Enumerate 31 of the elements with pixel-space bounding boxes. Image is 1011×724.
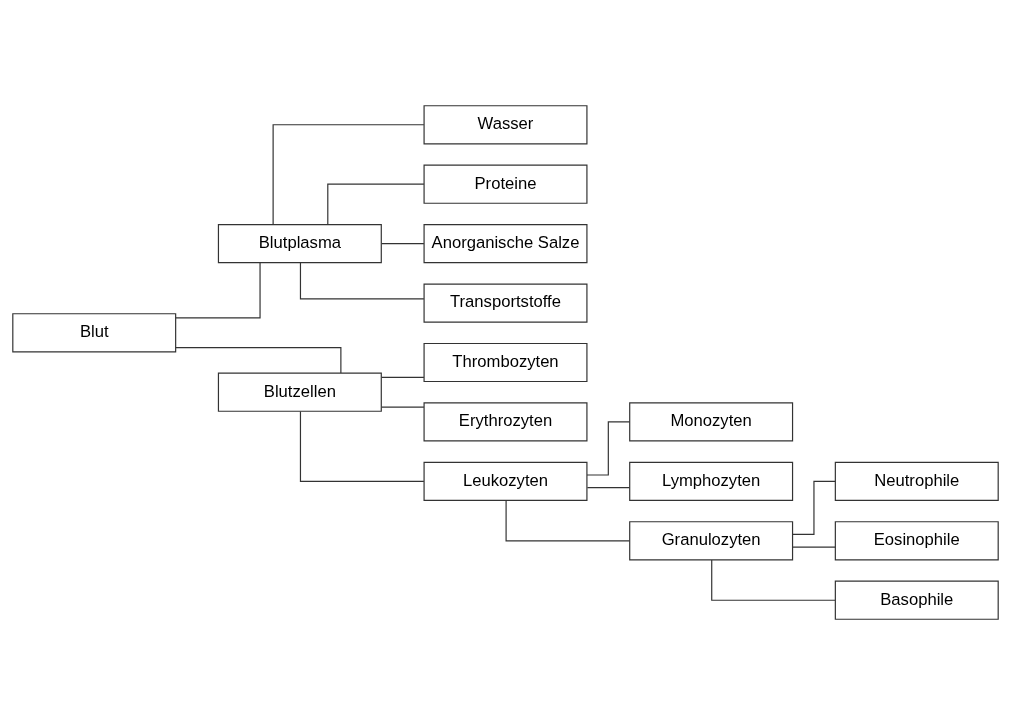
node-box: Blut: [12, 312, 177, 352]
node-box: Wasser: [423, 104, 588, 144]
node-box: Thrombozyten: [423, 342, 588, 382]
connector: [505, 499, 631, 541]
connector: [299, 261, 425, 299]
connector: [381, 242, 425, 244]
connector: [381, 405, 425, 408]
connector: [711, 558, 836, 601]
node-box: Granulozyten: [629, 520, 794, 560]
node-box: Erythrozyten: [423, 401, 588, 442]
node-box: Monozyten: [629, 401, 794, 442]
connector: [175, 261, 261, 319]
node-box: Leukozyten: [423, 461, 588, 501]
connector: [327, 183, 425, 225]
node-box: Blutplasma: [217, 223, 382, 263]
connector: [792, 546, 836, 548]
node-box: Anorganische Salze: [423, 223, 588, 263]
node-box: Eosinophile: [834, 520, 999, 560]
node-box: Transportstoffe: [423, 282, 588, 323]
connector: [272, 123, 425, 225]
connector: [381, 376, 425, 378]
connector: [586, 420, 631, 476]
node-box: Proteine: [423, 164, 588, 204]
connector: [792, 480, 836, 535]
connector: [299, 410, 425, 482]
node-box: Blutzellen: [217, 372, 382, 412]
connector: [586, 486, 631, 488]
connector: [175, 346, 342, 374]
node-box: Neutrophile: [834, 461, 999, 501]
node-box: Basophile: [834, 580, 999, 620]
node-box: Lymphozyten: [629, 461, 794, 501]
